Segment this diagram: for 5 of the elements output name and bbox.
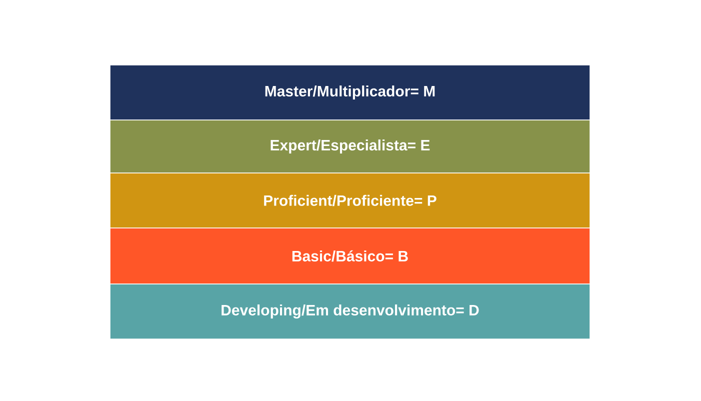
level-band: Basic/Básico= B <box>110 228 590 284</box>
level-band: Proficient/Proficiente= P <box>110 172 590 228</box>
level-band: Developing/Em desenvolvimento= D <box>110 284 590 340</box>
level-band: Expert/Especialista= E <box>110 120 590 174</box>
level-band: Master/Multiplicador= M <box>110 64 590 120</box>
